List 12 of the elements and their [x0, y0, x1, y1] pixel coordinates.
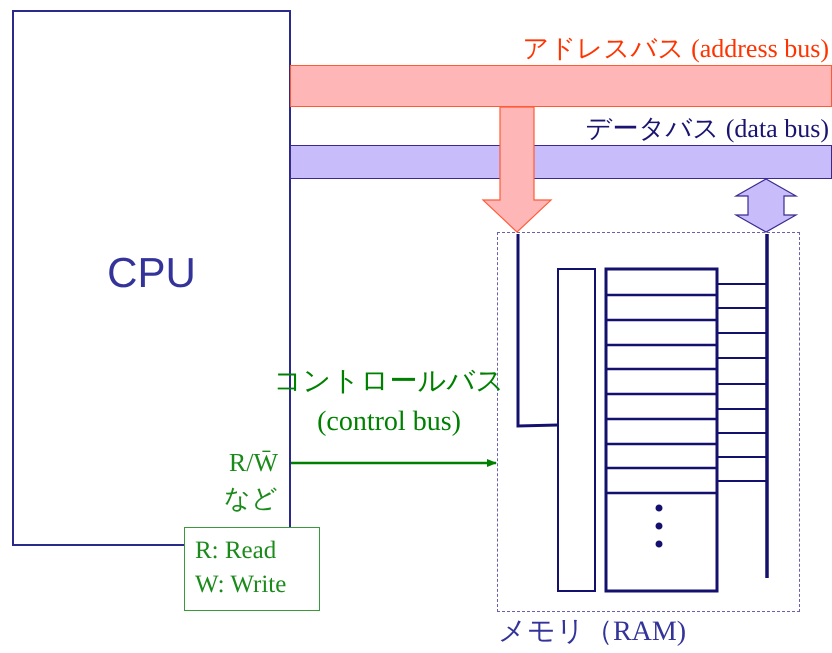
double-block-arrow: [734, 178, 798, 233]
legend-text: W: Write: [195, 570, 288, 600]
bus-label: データバス (data bus): [585, 114, 829, 144]
bus-label: アドレスバス (address bus): [522, 34, 829, 64]
legend-text: R: Read: [195, 536, 278, 566]
signal-label: など: [223, 483, 278, 515]
memory-label: メモリ（RAM): [498, 615, 686, 649]
legend-box: [184, 527, 320, 611]
arrow: [291, 459, 497, 467]
block-arrow: [481, 106, 553, 233]
cpu-label: CPU: [106, 252, 197, 294]
signal-label: R/W̄: [228, 447, 278, 479]
